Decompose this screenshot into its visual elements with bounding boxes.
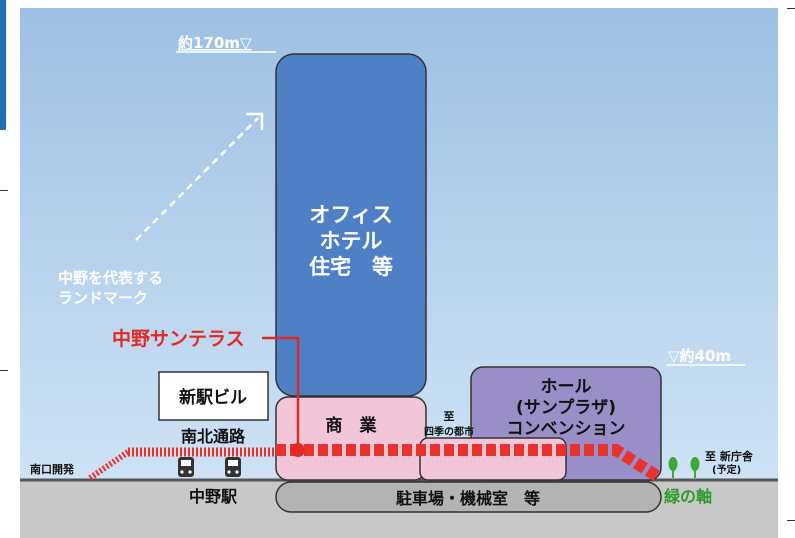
train-icon-1 [178,457,194,477]
hall-label-3: コンベンション [507,419,626,439]
callout-leader [262,336,300,450]
hall-label-2: (サンプラザ) [516,397,616,418]
train-icon-2 [225,457,241,477]
main-route [276,444,664,484]
landmark-label-1: 中野を代表する [58,269,163,287]
green-axis-label: 緑の軸 [664,487,712,506]
south-exit-label: 南口開発 [30,462,75,476]
sunterrace-callout: 中野サンテラス [112,327,245,350]
shiki-label-2: 四季の都市 [424,425,474,438]
landmark-label-2: ランドマーク [58,289,148,307]
hall-height-label: ▽約40m [668,347,731,365]
margin-tick-2 [0,370,8,371]
commercial-label: 商 業 [326,415,377,436]
margin-tick-1 [0,190,8,191]
new-office-label-1: 至 新庁舎 [705,449,754,463]
tower [275,53,427,397]
landmark-arrowhead [246,112,264,130]
new-station-building [158,371,269,421]
left-accent-bar [0,0,6,130]
tower-height-label: 約170m▽ [178,34,252,52]
shiki-label-1: 至 [444,410,455,423]
parking-level [275,481,662,513]
new-office-label-2: (予定) [712,463,741,476]
hall-label-1: ホール [541,377,592,397]
tree-icon-1 [668,457,678,478]
north-south-passage-label: 南北通路 [181,427,246,446]
margin-tick-3 [787,8,795,9]
parking-label: 駐車場・機械室 等 [396,489,540,508]
tower-label-2: ホテル [320,229,383,253]
tower-label-1: オフィス [309,203,393,227]
route-node [291,443,305,457]
tower-label-3: 住宅 等 [309,255,393,279]
tree-icon-2 [690,457,700,478]
new-station-building-label: 新駅ビル [179,387,247,408]
station-label: 中野駅 [189,487,238,506]
landmark-arrow [135,117,259,241]
margin-tick-4 [787,520,795,521]
